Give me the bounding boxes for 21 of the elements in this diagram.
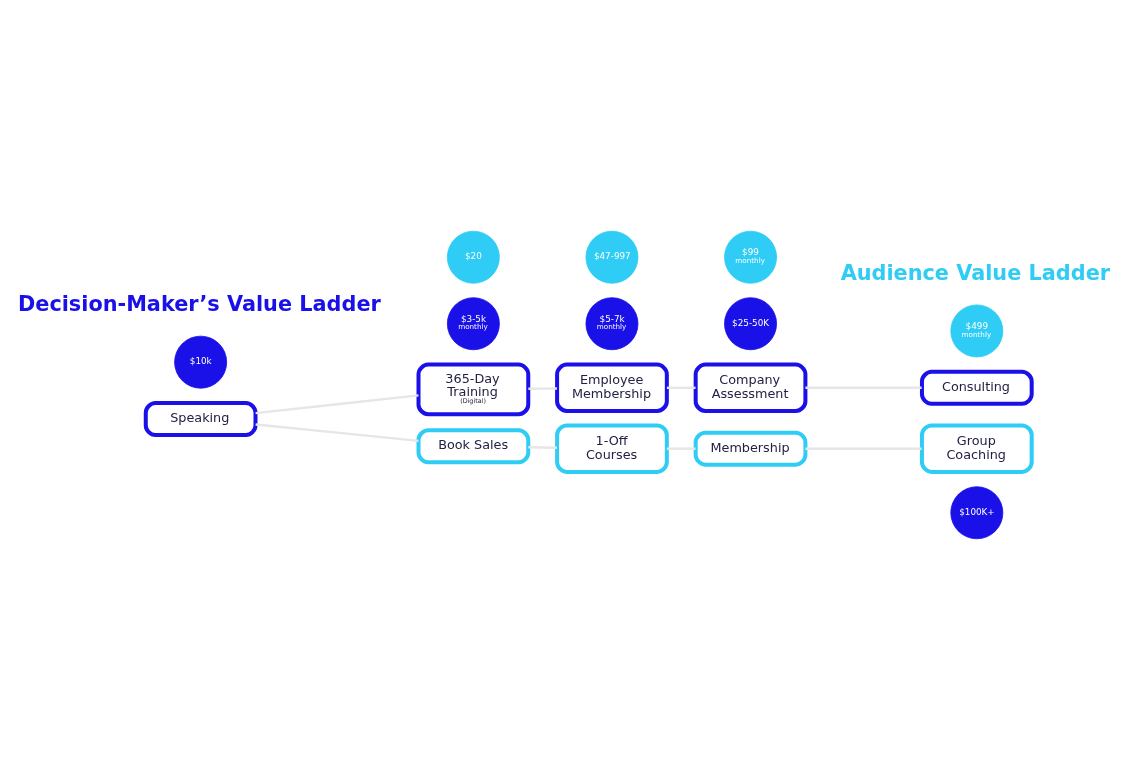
- node-box: Consulting: [919, 369, 1034, 406]
- node-circle: $3-5k monthly: [446, 297, 500, 351]
- label: Decision-Maker’s Value Ladder: [18, 292, 381, 317]
- node-circle: $99 monthly: [724, 230, 777, 284]
- node-box: Speaking: [143, 401, 258, 438]
- node-circle: $100K+: [950, 486, 1004, 540]
- node-box: Membership: [693, 430, 808, 467]
- node-circle: $25-50K: [724, 297, 777, 351]
- connector: [255, 423, 419, 443]
- node-circle: $47-997: [585, 230, 639, 284]
- node-circle: $5-7k monthly: [585, 297, 639, 351]
- node-box: Company Assessment: [693, 362, 808, 414]
- node-circle: $20: [446, 230, 500, 284]
- node-box: Employee Membership: [555, 362, 669, 414]
- node-circle: $10k: [174, 335, 228, 389]
- node-box: Book Sales: [416, 428, 531, 465]
- node-box: Group Coaching: [919, 423, 1034, 474]
- connector: [255, 394, 419, 415]
- node-circle: $499 monthly: [950, 304, 1004, 358]
- label: Audience Value Ladder: [840, 260, 1111, 285]
- node-box: 1-Off Courses: [555, 423, 669, 474]
